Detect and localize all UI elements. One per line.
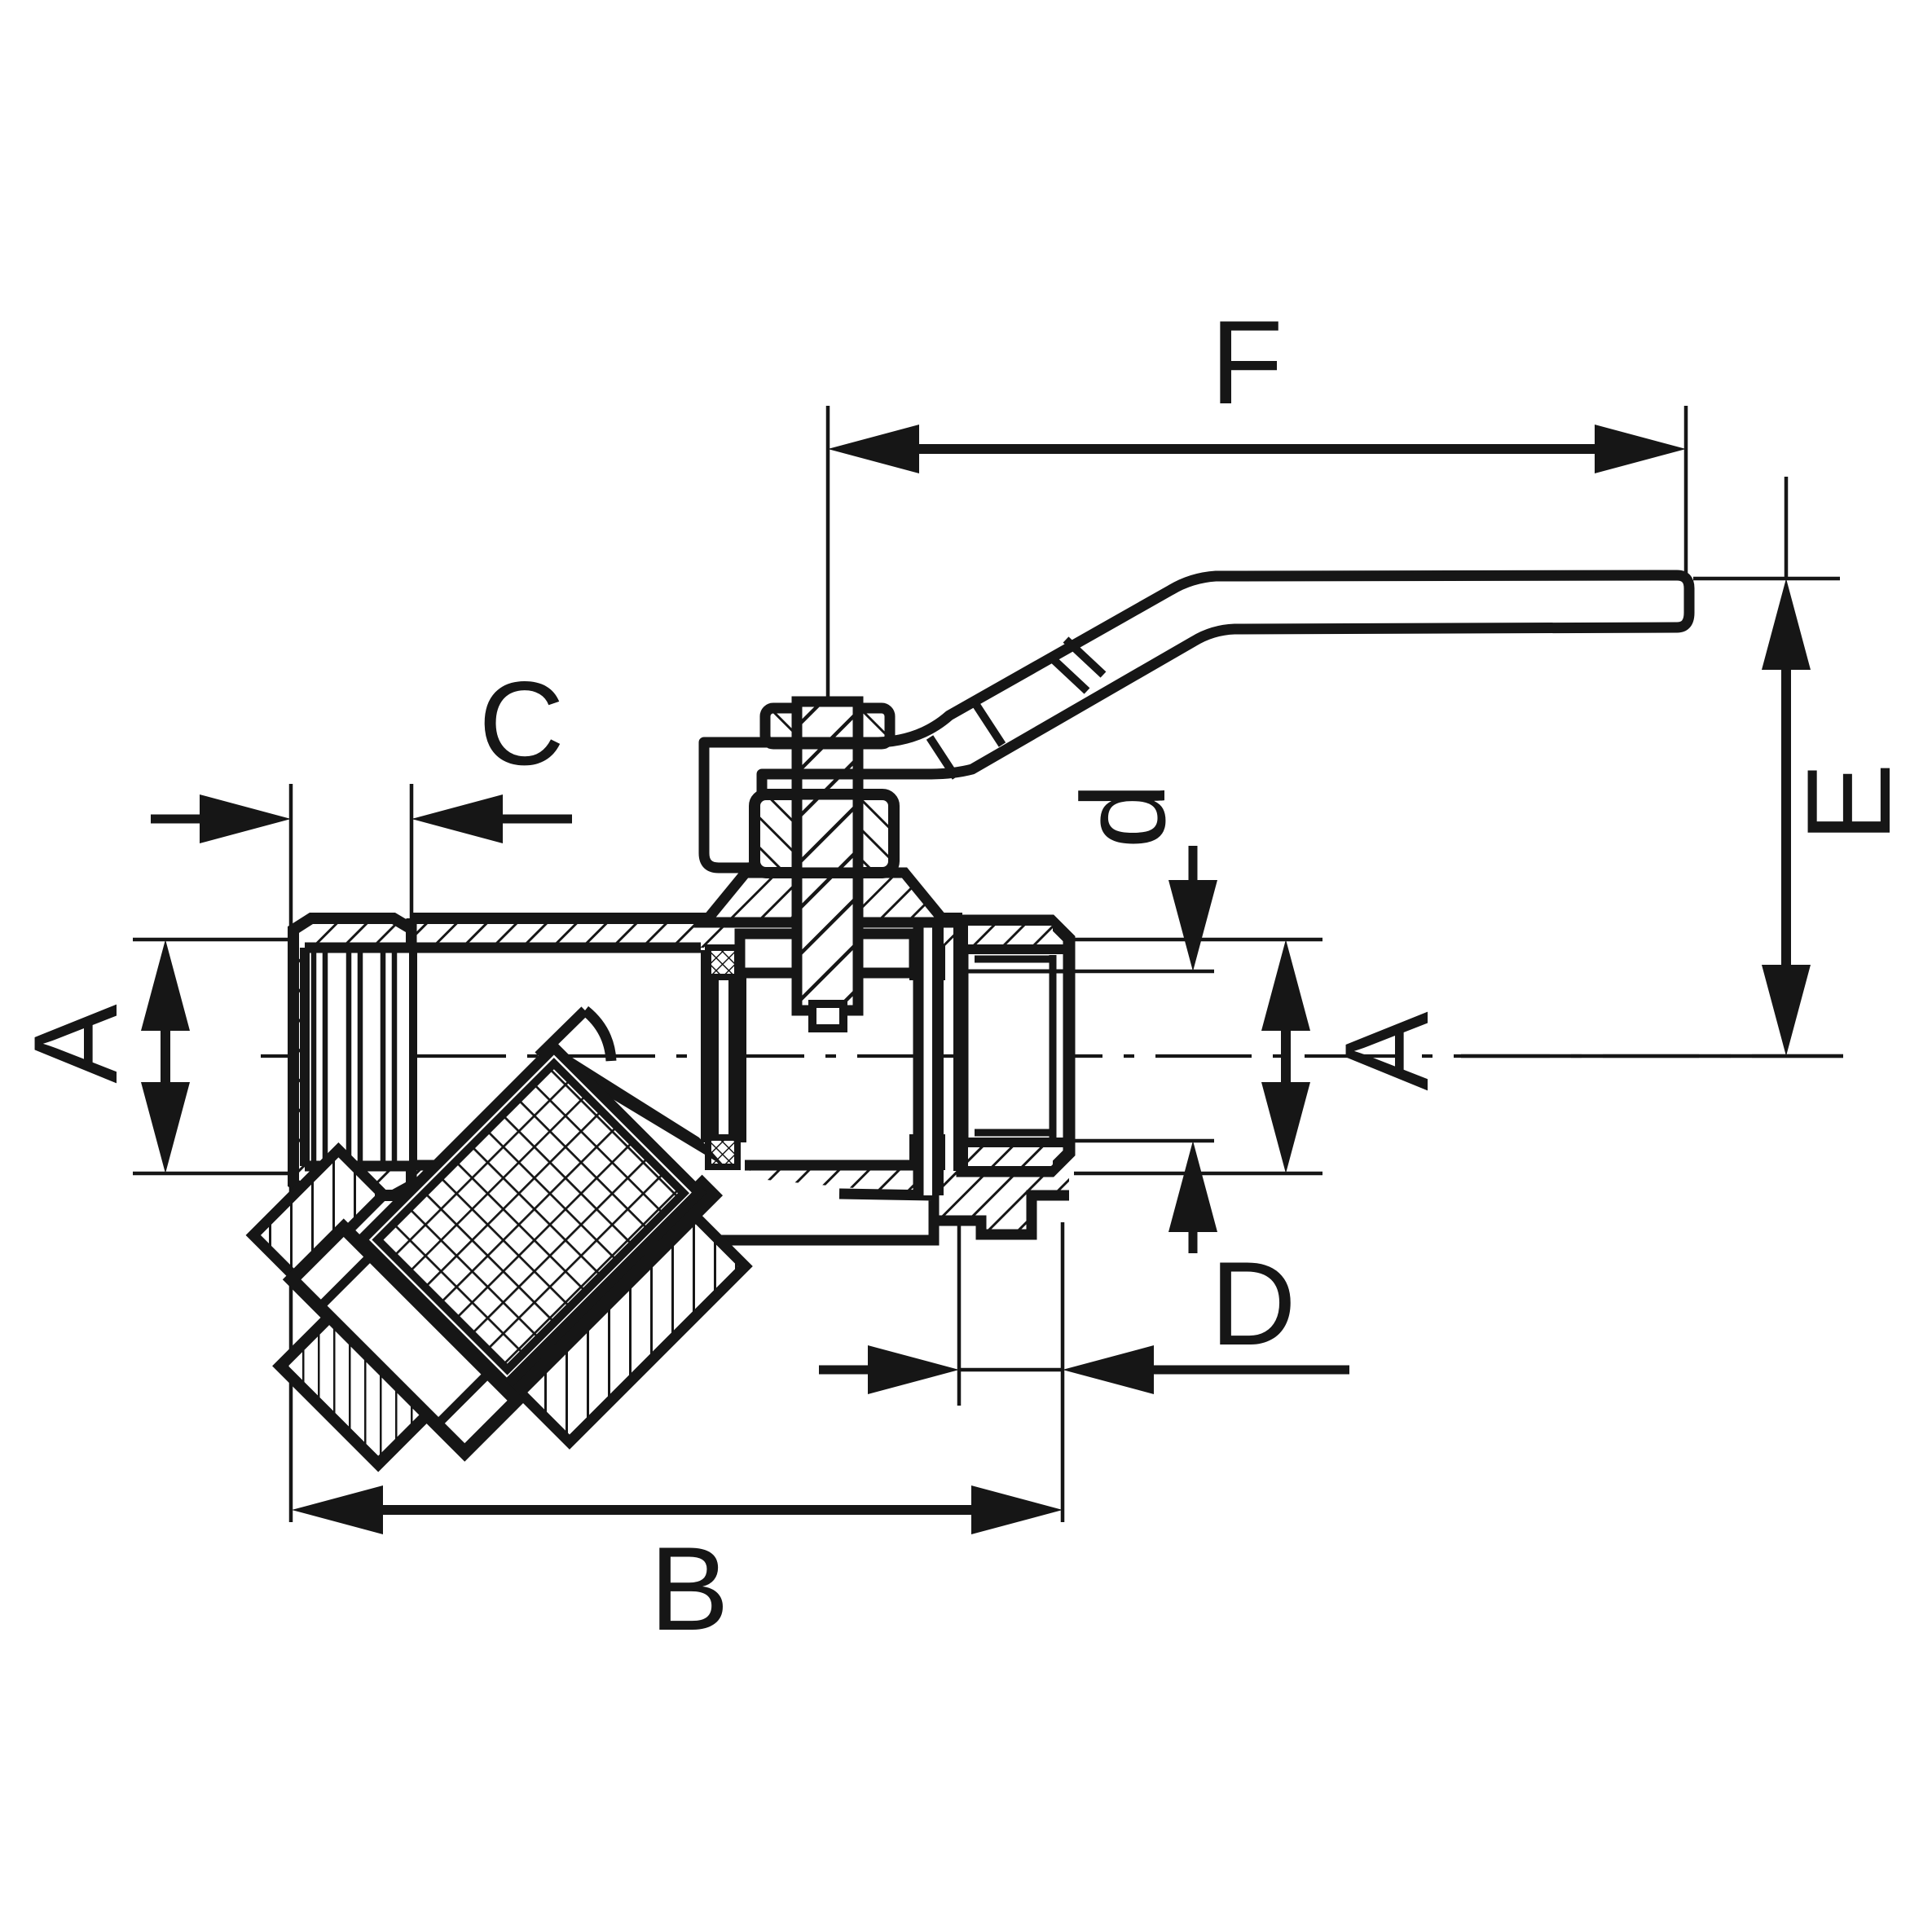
svg-text:E: E: [1782, 763, 1915, 842]
svg-text:B: B: [649, 1522, 728, 1655]
svg-text:A: A: [9, 1004, 142, 1084]
svg-text:D: D: [1210, 1237, 1296, 1370]
svg-text:F: F: [1210, 296, 1283, 429]
svg-text:C: C: [478, 657, 564, 790]
svg-text:A: A: [1320, 1011, 1453, 1091]
svg-text:d: d: [1057, 782, 1190, 848]
